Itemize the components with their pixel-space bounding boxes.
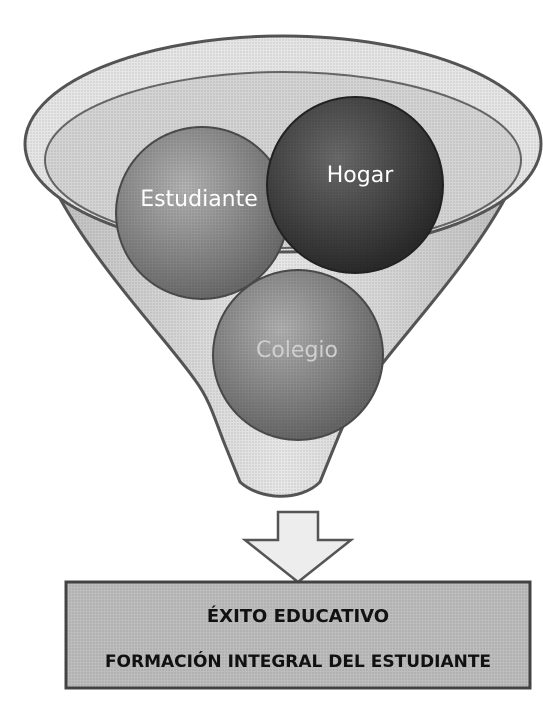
circle-hogar: Hogar [266, 96, 444, 274]
down-arrow [241, 510, 355, 584]
result-line-2: FORMACIÓN INTEGRAL DEL ESTUDIANTE [105, 650, 491, 672]
circle-label-estudiante: Estudiante [140, 187, 258, 212]
result-line-1: ÉXITO EDUCATIVO [207, 605, 389, 627]
result-box-texture [66, 582, 530, 688]
circle-label-hogar: Hogar [327, 163, 394, 188]
circle-label-colegio: Colegio [256, 338, 338, 363]
circle-estudiante: Estudiante [115, 126, 289, 300]
circle-colegio: Colegio [212, 269, 384, 441]
